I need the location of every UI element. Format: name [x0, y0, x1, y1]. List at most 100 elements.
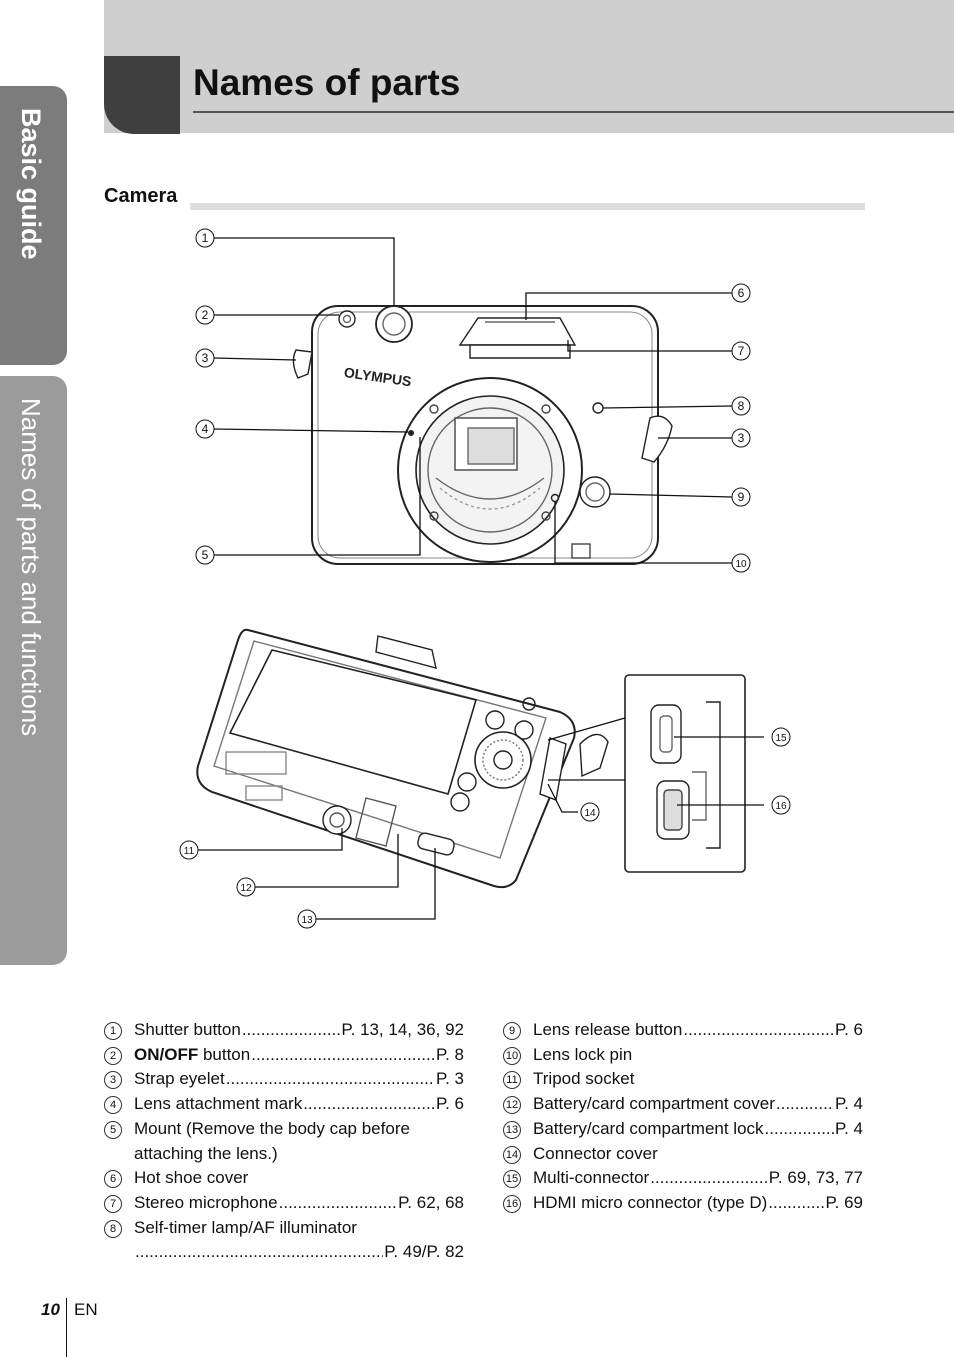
svg-text:10: 10 [735, 559, 747, 570]
legend-number: 8 [104, 1219, 122, 1238]
camera-back-view [196, 628, 609, 889]
legend-label: Self-timer lamp/AF illuminator [134, 1217, 357, 1237]
section-rule [190, 203, 865, 210]
svg-text:7: 7 [738, 344, 745, 358]
svg-text:16: 16 [775, 801, 787, 812]
svg-text:14: 14 [584, 808, 596, 819]
callout-3: 3 [195, 348, 215, 368]
header-accent-block [104, 56, 180, 134]
legend-page-ref: P. 3 [435, 1069, 464, 1089]
legend-number: 2 [104, 1046, 122, 1065]
legend-label: Battery/card compartment lock [533, 1118, 764, 1138]
header-rule [193, 111, 954, 113]
legend-number: 1 [104, 1022, 122, 1040]
page-language: EN [74, 1300, 98, 1319]
back-callout-leaders [198, 717, 764, 920]
section-title: Camera [104, 185, 178, 207]
legend-item: 6 Hot shoe cover [104, 1166, 464, 1191]
page-number: 10 [41, 1300, 60, 1319]
callout-3b: 3 [731, 428, 751, 448]
legend-label: button [198, 1044, 251, 1064]
legend-item: 9 Lens release button P. 6 [503, 1018, 863, 1043]
svg-text:3: 3 [202, 351, 209, 365]
callout-14: 14 [580, 802, 600, 822]
svg-text:9: 9 [738, 490, 745, 504]
legend-number: 14 [503, 1145, 521, 1164]
legend-item: 15 Multi-connector P. 69, 73, 77 [503, 1166, 863, 1191]
legend-label-bold: ON/OFF [134, 1044, 199, 1064]
callout-7: 7 [731, 341, 751, 361]
callout-5: 5 [195, 545, 215, 565]
svg-text:8: 8 [738, 399, 745, 413]
svg-text:2: 2 [202, 308, 209, 322]
callout-10: 10 [731, 553, 751, 573]
legend-item: 11 Tripod socket [503, 1067, 863, 1092]
page-title: Names of parts [193, 62, 461, 103]
legend-page-ref: P. 13, 14, 36, 92 [341, 1020, 464, 1039]
legend-number: 7 [104, 1194, 122, 1213]
callout-1: 1 [195, 228, 215, 248]
parts-legend-right: 9 Lens release button P. 6 10 Lens lock p… [503, 1018, 863, 1216]
callout-6: 6 [731, 283, 751, 303]
legend-page-ref: P. 6 [435, 1094, 464, 1114]
legend-label: Lens release button [533, 1020, 683, 1039]
legend-number: 12 [503, 1096, 521, 1115]
legend-item: 5 Mount (Remove the body cap before atta… [104, 1117, 464, 1166]
callout-8: 8 [731, 396, 751, 416]
legend-page-ref: P. 4 [834, 1118, 863, 1138]
legend-item: 14 Connector cover [503, 1142, 863, 1167]
callout-12: 12 [236, 877, 256, 897]
legend-label: Mount (Remove the body cap before [134, 1118, 410, 1138]
svg-text:3: 3 [738, 431, 745, 445]
svg-text:4: 4 [202, 422, 209, 436]
legend-item: 3 Strap eyelet P. 3 [104, 1067, 464, 1092]
legend-number: 3 [104, 1071, 122, 1090]
legend-label-continued: attaching the lens.) [134, 1143, 278, 1163]
camera-front-view: OLYMPUS [292, 305, 673, 565]
legend-label: Stereo microphone [134, 1192, 278, 1212]
svg-text:11: 11 [184, 846, 195, 857]
legend-label: Tripod socket [533, 1069, 635, 1089]
legend-label: Strap eyelet [134, 1069, 225, 1089]
legend-page-ref: P. 69 [825, 1192, 863, 1212]
legend-number: 5 [104, 1120, 122, 1139]
svg-text:1: 1 [202, 231, 209, 245]
legend-label: Battery/card compartment cover [533, 1094, 775, 1114]
legend-number: 13 [503, 1120, 521, 1139]
legend-item: 16 HDMI micro connector (type D) P. 69 [503, 1191, 863, 1216]
legend-label: Connector cover [533, 1143, 658, 1163]
front-callout-leaders [213, 237, 733, 564]
callout-9: 9 [731, 487, 751, 507]
legend-number: 15 [503, 1170, 521, 1189]
legend-number: 16 [503, 1194, 521, 1213]
legend-label: Hot shoe cover [134, 1168, 249, 1188]
legend-label: Lens attachment mark [134, 1094, 303, 1114]
svg-text:13: 13 [301, 915, 313, 926]
legend-label: Multi-connector [533, 1168, 650, 1188]
svg-text:12: 12 [240, 883, 252, 894]
side-tab-names-of-parts[interactable]: Names of parts and functions [0, 376, 67, 965]
legend-page-ref: P. 69, 73, 77 [768, 1168, 863, 1188]
legend-label: HDMI micro connector (type D) [533, 1192, 768, 1212]
parts-legend-left: 1 Shutter buttonP. 13, 14, 36, 92 2 ON/O… [104, 1018, 464, 1265]
legend-item: 12 Battery/card compartment cover P. 4 [503, 1092, 863, 1117]
legend-item: 10 Lens lock pin [503, 1043, 863, 1068]
header-band [104, 0, 954, 133]
legend-page-ref: P. 49/P. 82 [384, 1242, 464, 1262]
legend-page-ref: P. 4 [834, 1094, 863, 1114]
svg-text:15: 15 [775, 733, 787, 744]
svg-text:5: 5 [202, 548, 209, 562]
legend-number: 6 [104, 1170, 122, 1189]
legend-page-ref: P. 62, 68 [398, 1192, 464, 1212]
legend-page-ref: P. 6 [834, 1020, 863, 1039]
legend-number: 10 [503, 1046, 521, 1065]
legend-item: 1 Shutter buttonP. 13, 14, 36, 92 [104, 1018, 464, 1043]
legend-item: 4 Lens attachment mark P. 6 [104, 1092, 464, 1117]
connector-inset [624, 674, 746, 873]
callout-2: 2 [195, 305, 215, 325]
side-tab-basic-guide[interactable]: Basic guide [0, 86, 67, 365]
legend-number: 9 [503, 1022, 521, 1040]
svg-text:6: 6 [738, 286, 745, 300]
camera-diagram: OLYMPUS [179, 228, 791, 929]
legend-number: 4 [104, 1096, 122, 1115]
